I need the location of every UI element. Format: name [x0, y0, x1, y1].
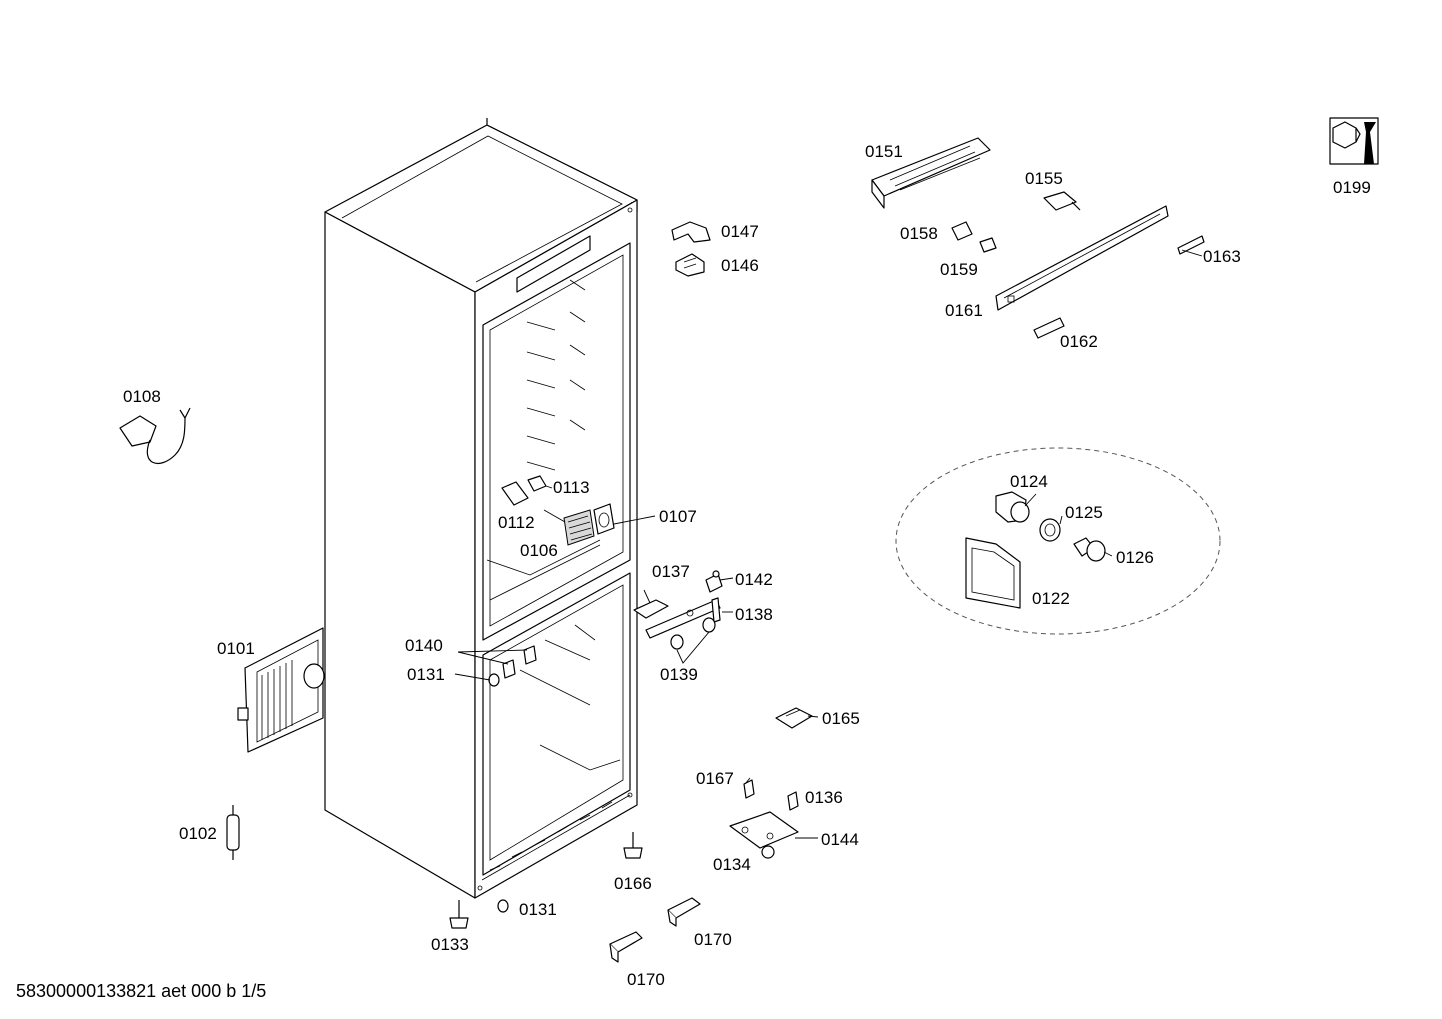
part-0134-lower-hinge: [729, 811, 799, 859]
label-0136: 0136: [805, 788, 843, 807]
part-0162-label: [1033, 317, 1065, 339]
part-0140-screws: [502, 645, 537, 679]
part-0108-power-cord: [119, 407, 191, 464]
label-0101: 0101: [217, 639, 255, 658]
part-0151-control-module: [871, 137, 991, 209]
label-0167: 0167: [696, 769, 734, 788]
wrench-icon: [1329, 117, 1379, 165]
part-0112-switch: [501, 481, 529, 506]
part-0125-ring: [1039, 518, 1061, 542]
part-0113-lamp: [527, 475, 553, 492]
label-0126: 0126: [1116, 548, 1154, 567]
label-0170-a: 0170: [694, 930, 732, 949]
label-0158: 0158: [900, 224, 938, 243]
part-0170-bracket-b: [609, 931, 643, 963]
label-0151: 0151: [865, 142, 903, 161]
part-0101-rear-cover: [237, 627, 325, 753]
part-0126-bulb: [1073, 537, 1106, 562]
part-0131-plug-top: [488, 673, 500, 687]
part-0131-plug-bottom: [497, 899, 509, 913]
label-0140: 0140: [405, 636, 443, 655]
label-0112: 0112: [498, 513, 535, 532]
label-0146: 0146: [721, 256, 759, 275]
label-0131-bottom: 0131: [519, 900, 557, 919]
label-0139: 0139: [660, 665, 698, 684]
label-0131-top: 0131: [407, 665, 445, 684]
label-0113: 0113: [553, 478, 590, 497]
label-0125: 0125: [1065, 503, 1103, 522]
part-0142-hinge-pin: [705, 570, 723, 593]
part-0165-switch: [775, 707, 813, 729]
part-number-labels: 0101 0102 0106 0107 0108 0112 0113 0122 …: [123, 142, 1371, 989]
part-0146-hinge: [675, 253, 705, 277]
label-0134: 0134: [713, 855, 751, 874]
label-0163: 0163: [1203, 247, 1241, 266]
label-0147: 0147: [721, 222, 759, 241]
part-0107-cover: [593, 503, 615, 535]
part-0170-bracket-a: [667, 897, 701, 927]
label-0108: 0108: [123, 387, 161, 406]
label-0138: 0138: [735, 605, 773, 624]
fridge-cabinet: [324, 118, 638, 899]
part-0124-lamp-socket: [995, 491, 1030, 523]
part-0155-sensor: [1043, 191, 1081, 211]
label-0162: 0162: [1060, 332, 1098, 351]
label-0142: 0142: [735, 570, 773, 589]
part-0161-control-panel: [995, 205, 1169, 311]
lamp-kit-group: [895, 447, 1221, 635]
label-0199: 0199: [1333, 178, 1371, 197]
part-0159-plug: [979, 237, 997, 253]
part-0122-lamp-cover: [965, 537, 1021, 609]
label-0161: 0161: [945, 301, 983, 320]
label-0133: 0133: [431, 935, 469, 954]
part-0147-hinge-cover: [671, 221, 711, 243]
part-0133-foot: [449, 900, 469, 929]
label-0124: 0124: [1010, 472, 1048, 491]
part-0139-washers: [670, 617, 716, 650]
label-0159: 0159: [940, 260, 978, 279]
label-0107: 0107: [659, 507, 697, 526]
part-0167-clip: [743, 779, 755, 799]
label-0102: 0102: [179, 824, 217, 843]
part-0106-light-cover: [563, 509, 595, 546]
part-0137-hinge-bracket: [633, 599, 669, 619]
label-0122: 0122: [1032, 589, 1070, 608]
part-0136-pin: [787, 791, 799, 811]
part-0166-foot: [623, 832, 643, 859]
label-0137: 0137: [652, 562, 690, 581]
part-0158-connector: [951, 221, 973, 241]
drawing-id: 58300000133821 aet 000 b 1/5: [16, 981, 266, 1001]
label-0155: 0155: [1025, 169, 1063, 188]
part-0102-tube: [226, 805, 240, 860]
label-0166: 0166: [614, 874, 652, 893]
label-0144: 0144: [821, 830, 859, 849]
label-0106: 0106: [520, 541, 558, 560]
part-0163-label: [1177, 235, 1205, 255]
label-0170-b: 0170: [627, 970, 665, 989]
label-0165: 0165: [822, 709, 860, 728]
part-0138-hinge-plate: [645, 597, 721, 639]
